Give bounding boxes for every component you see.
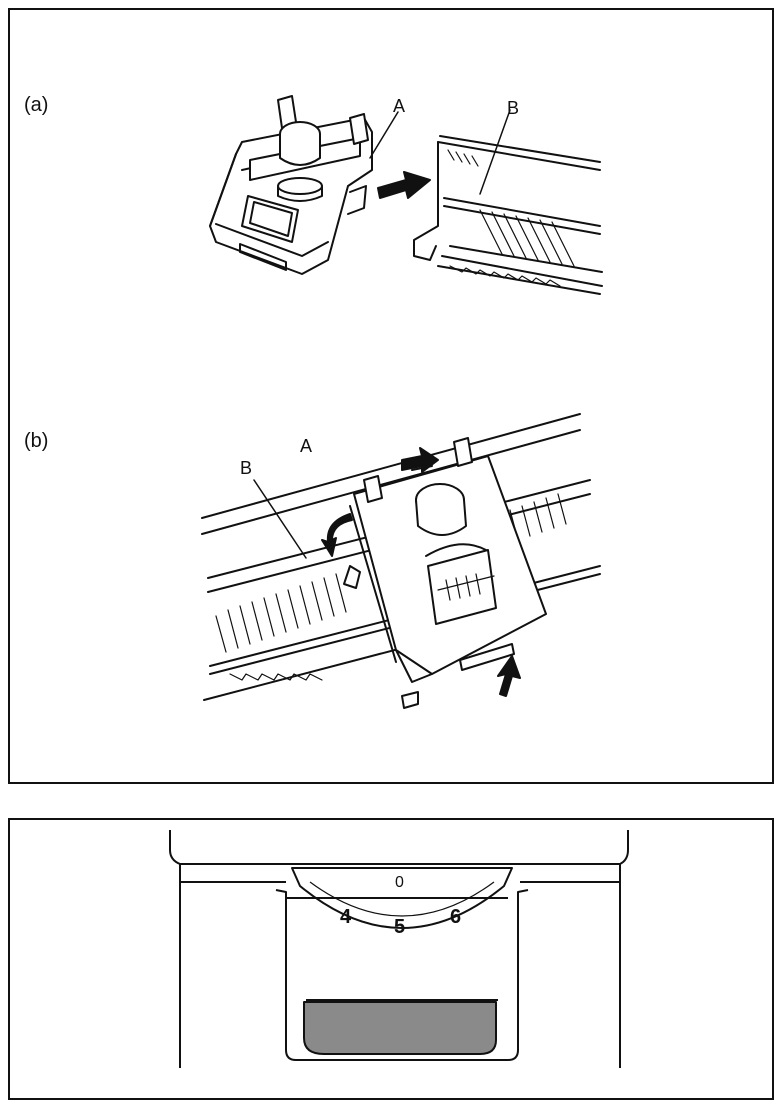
figure-panel-top: (a) A B (b) B A: [8, 8, 774, 784]
callout-b-label: B: [507, 98, 520, 118]
leader-line-a: [369, 111, 399, 159]
dial-number-5: 5: [394, 916, 406, 938]
tension-dial-drawing: [169, 830, 629, 1068]
attachment-device-b: [343, 437, 547, 709]
callout-b-label-2: B: [240, 458, 253, 478]
attachment-device-a: [209, 95, 373, 275]
dial-number-4: 4: [340, 906, 352, 928]
dial-number-6: 6: [450, 906, 462, 928]
needle-bed-a: [413, 109, 603, 295]
tension-window: [303, 1001, 497, 1055]
subfigure-b-label: (b): [24, 430, 49, 452]
rotate-arrow-icon: [321, 513, 353, 557]
subfigure-a-label: (a): [24, 94, 49, 116]
insert-arrow-icon: [377, 171, 431, 199]
figure-panel-bottom: 0 4 5 6: [8, 818, 774, 1100]
knitting-attachment-drawing: [201, 95, 603, 709]
push-arrow-icon: [497, 655, 521, 697]
callout-a-label: A: [393, 96, 406, 116]
callout-a-label-2: A: [300, 436, 313, 456]
dial-zero-label: 0: [395, 874, 404, 891]
slide-arrow-icon: [401, 447, 439, 473]
